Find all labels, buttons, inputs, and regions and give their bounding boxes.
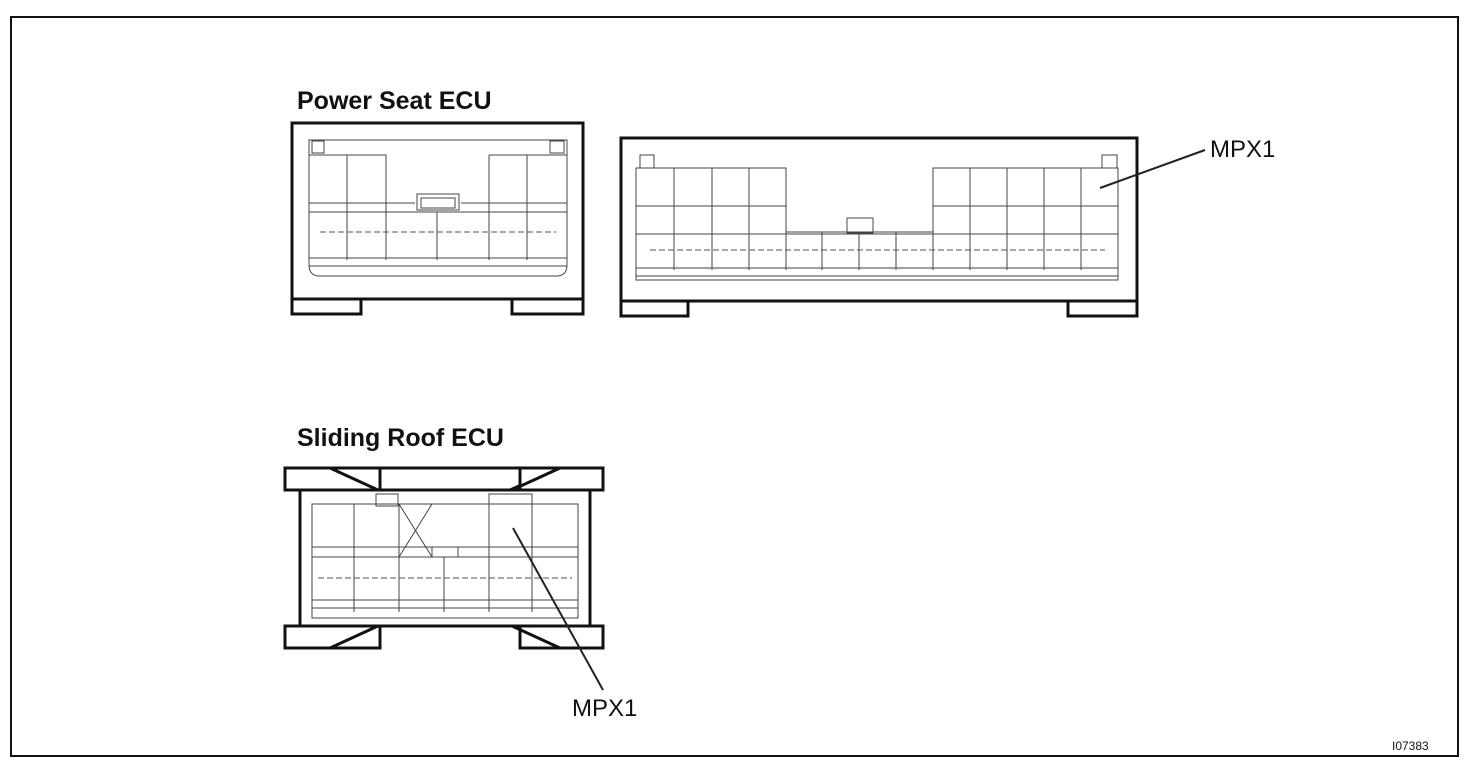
power-seat-connector-large: [619, 136, 1139, 318]
power-seat-ecu-title: Power Seat ECU: [297, 87, 492, 115]
mpx1-leader-sliding-roof: [512, 527, 604, 691]
power-seat-connector-small: [290, 121, 585, 316]
sliding-roof-ecu-title: Sliding Roof ECU: [297, 424, 504, 452]
mpx1-callout-power-seat: MPX1: [1210, 136, 1276, 163]
diagram-frame: [10, 16, 1459, 757]
mpx1-leader-power-seat: [1099, 149, 1206, 189]
sliding-roof-connector: [283, 466, 605, 650]
figure-id: I07383: [1392, 739, 1429, 753]
mpx1-callout-sliding-roof: MPX1: [572, 695, 638, 722]
